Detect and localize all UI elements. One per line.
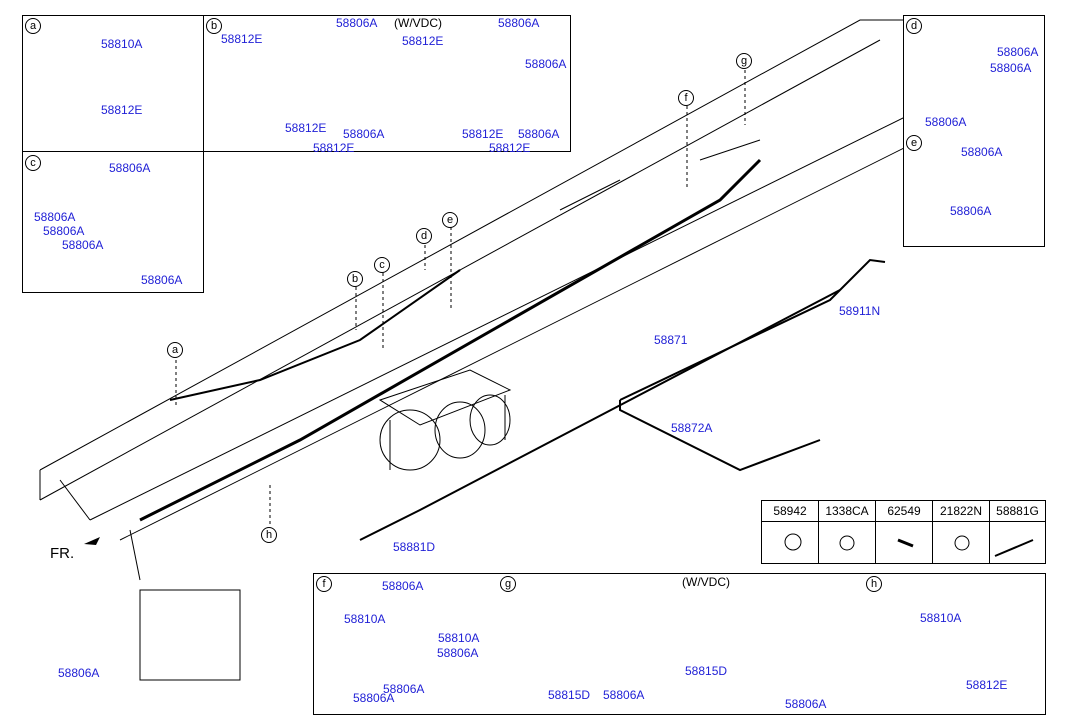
part-label: 58810A bbox=[920, 611, 962, 625]
detail-panel-d-e bbox=[903, 15, 1045, 247]
part-label: 58806A bbox=[141, 273, 183, 287]
parts-cell: 1338CA bbox=[819, 501, 876, 563]
part-label: 58806A bbox=[353, 691, 395, 705]
part-label: 58812E bbox=[489, 141, 531, 155]
part-label: 58806A bbox=[603, 688, 645, 702]
part-label: 58872A bbox=[671, 421, 713, 435]
detail-panel-a bbox=[22, 15, 204, 152]
parts-cell: 21822N bbox=[933, 501, 990, 563]
callout-a: a bbox=[25, 18, 41, 34]
part-label: 58812E bbox=[402, 34, 444, 48]
main-callout-c: c bbox=[374, 257, 390, 273]
part-label: 58806A bbox=[34, 210, 76, 224]
variant-label: (W/VDC) bbox=[682, 575, 730, 589]
callout-d: d bbox=[906, 18, 922, 34]
part-label: 58815D bbox=[548, 688, 591, 702]
part-label: 58806A bbox=[437, 646, 479, 660]
part-label: 58806A bbox=[43, 224, 85, 238]
parts-header: 58881G bbox=[990, 501, 1045, 522]
main-callout-h: h bbox=[261, 527, 277, 543]
parts-header: 1338CA bbox=[819, 501, 875, 522]
main-callout-g: g bbox=[736, 53, 752, 69]
callout-g: g bbox=[500, 576, 516, 592]
variant-label: (W/VDC) bbox=[394, 16, 442, 30]
front-direction-label: FR. bbox=[50, 545, 75, 562]
parts-table: 58942 1338CA 62549 21822N 58881G bbox=[761, 500, 1046, 564]
part-label: 58806A bbox=[109, 161, 151, 175]
part-label: 58806A bbox=[950, 204, 992, 218]
detail-panel-c bbox=[22, 151, 204, 293]
part-label: 58806A bbox=[498, 16, 540, 30]
part-label: 58806A bbox=[383, 682, 425, 696]
part-label: 58810A bbox=[344, 612, 386, 626]
callout-b: b bbox=[206, 18, 222, 34]
part-label: 58806A bbox=[990, 61, 1032, 75]
part-label: 58806A bbox=[58, 666, 100, 680]
part-label: 58911N bbox=[839, 304, 881, 318]
main-callout-d: d bbox=[416, 228, 432, 244]
parts-header: 58942 bbox=[762, 501, 818, 522]
part-label: 58806A bbox=[785, 697, 827, 711]
part-label: 58806A bbox=[525, 57, 567, 71]
callout-c: c bbox=[25, 155, 41, 171]
part-label: 58812E bbox=[285, 121, 327, 135]
part-label: 58812E bbox=[101, 103, 143, 117]
part-label: 58810A bbox=[101, 37, 143, 51]
parts-header: 62549 bbox=[876, 501, 932, 522]
part-label: 58810A bbox=[438, 631, 480, 645]
part-label: 58812E bbox=[462, 127, 504, 141]
part-label: 58815D bbox=[685, 664, 728, 678]
detail-panel-b bbox=[203, 15, 571, 152]
part-label: 58806A bbox=[997, 45, 1039, 59]
parts-cell: 58942 bbox=[762, 501, 819, 563]
part-label: 58812E bbox=[966, 678, 1008, 692]
part-label: 58871 bbox=[654, 333, 688, 347]
part-label: 58806A bbox=[336, 16, 378, 30]
main-callout-f: f bbox=[678, 90, 694, 106]
part-label: 58806A bbox=[925, 115, 967, 129]
part-label: 58806A bbox=[382, 579, 424, 593]
callout-h: h bbox=[866, 576, 882, 592]
detail-panel-f-g-h bbox=[313, 573, 1046, 715]
main-callout-b: b bbox=[347, 271, 363, 287]
part-label: 58812E bbox=[221, 32, 263, 46]
main-callout-a: a bbox=[167, 342, 183, 358]
part-label: 58806A bbox=[961, 145, 1003, 159]
parts-cell: 62549 bbox=[876, 501, 933, 563]
part-label: 58806A bbox=[343, 127, 385, 141]
part-label: 58881D bbox=[393, 540, 436, 554]
callout-f: f bbox=[316, 576, 332, 592]
main-callout-e: e bbox=[442, 212, 458, 228]
part-label: 58812E bbox=[313, 141, 355, 155]
part-label: 58806A bbox=[62, 238, 104, 252]
part-label: 58806A bbox=[518, 127, 560, 141]
callout-e: e bbox=[906, 135, 922, 151]
parts-header: 21822N bbox=[933, 501, 989, 522]
parts-cell: 58881G bbox=[990, 501, 1045, 563]
